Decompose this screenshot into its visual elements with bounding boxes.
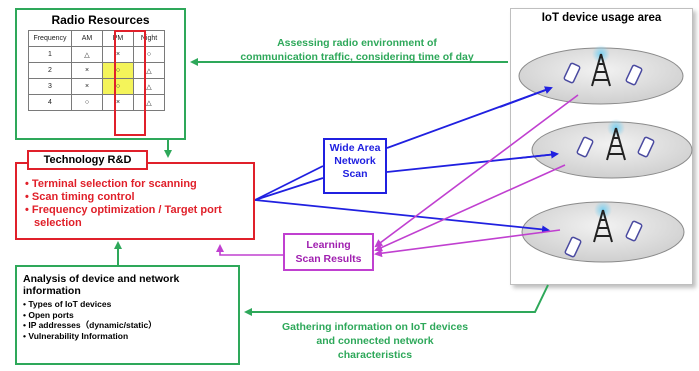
radio-resources-table: Frequency AM PM Night 1 △ × ○ 2 × ○ △ 3 … — [28, 30, 165, 111]
table-cell: × — [71, 78, 103, 95]
table-row: 4 ○ × △ — [28, 94, 165, 111]
scan-arrow-3 — [254, 199, 550, 234]
learn-arrow-3 — [374, 229, 561, 258]
learn-arrow-1 — [374, 94, 579, 248]
device-cluster-3 — [521, 201, 685, 263]
iot-area-title: IoT device usage area — [541, 12, 662, 24]
gathering-line: Gathering information on IoT devices — [281, 321, 469, 333]
table-cell: ○ — [71, 94, 103, 111]
tower-icon — [606, 127, 626, 161]
gathering-line: and connected network — [316, 335, 434, 347]
list-item: Terminal selection for scanning — [25, 178, 253, 191]
table-cell: 3 — [28, 78, 72, 95]
tower-icon — [593, 209, 613, 243]
assessing-label: Assessing radio environment of communica… — [212, 36, 502, 64]
table-row: 3 × ○ △ — [28, 78, 165, 95]
table-cell: × — [71, 62, 103, 79]
radio-resources-title: Radio Resources — [51, 13, 150, 27]
list-item: Vulnerability Information — [23, 331, 232, 342]
list-item: IP addresses（dynamic/static） — [23, 320, 232, 331]
assessing-line: communication traffic, considering time … — [240, 51, 474, 63]
table-header-row: Frequency AM PM Night — [28, 30, 165, 47]
table-cell: × — [102, 94, 134, 111]
list-item: Types of IoT devices — [23, 299, 232, 310]
analysis-title: Analysis of device and network informati… — [23, 273, 180, 297]
wan-line: Scan — [342, 168, 368, 180]
list-item: Open ports — [23, 310, 232, 321]
gathering-line: characteristics — [337, 349, 413, 361]
header-cell: Frequency — [28, 30, 72, 47]
table-cell: 4 — [28, 94, 72, 111]
table-cell: 1 — [28, 46, 72, 63]
list-item: Frequency optimization / Target port sel… — [25, 204, 253, 230]
phone-icon — [576, 136, 594, 158]
pm-column-highlight — [114, 30, 146, 136]
device-cluster-1 — [518, 45, 684, 105]
rd-list: Terminal selection for scanning Scan tim… — [25, 178, 253, 230]
wan-line: Network — [334, 155, 376, 167]
phone-icon — [625, 64, 643, 86]
analysis-panel: Analysis of device and network informati… — [15, 265, 240, 365]
technology-rd-title: Technology R&D — [27, 150, 148, 170]
wide-area-scan-box: Wide Area Network Scan — [323, 138, 387, 194]
list-item: Scan timing control — [25, 191, 253, 204]
learning-box: Learning Scan Results — [283, 233, 374, 271]
table-row: 2 × ○ △ — [28, 62, 165, 79]
phone-icon — [563, 62, 581, 84]
table-cell: △ — [133, 94, 165, 111]
gathering-label: Gathering information on IoT devices and… — [245, 320, 505, 362]
gathering-arrow — [244, 284, 549, 316]
analysis-list: Types of IoT devices Open ports IP addre… — [23, 299, 232, 341]
learn-arrow-2 — [374, 164, 566, 252]
learning-line: Scan Results — [295, 253, 362, 265]
wan-line: Wide Area — [329, 142, 381, 154]
tower-icon — [591, 53, 611, 87]
phone-icon — [625, 220, 643, 242]
phone-icon — [564, 236, 582, 258]
radio-resources-panel: Radio Resources Frequency AM PM Night 1 … — [15, 8, 186, 140]
header-cell: AM — [71, 30, 103, 47]
learning-line: Learning — [306, 239, 351, 251]
table-cell: △ — [71, 46, 103, 63]
assessing-line: Assessing radio environment of — [277, 37, 437, 49]
technology-rd-panel: Terminal selection for scanning Scan tim… — [15, 162, 255, 240]
phone-icon — [637, 136, 655, 158]
device-cluster-2 — [531, 119, 693, 179]
learn-to-rd-arrow — [216, 244, 283, 256]
table-cell: 2 — [28, 62, 72, 79]
